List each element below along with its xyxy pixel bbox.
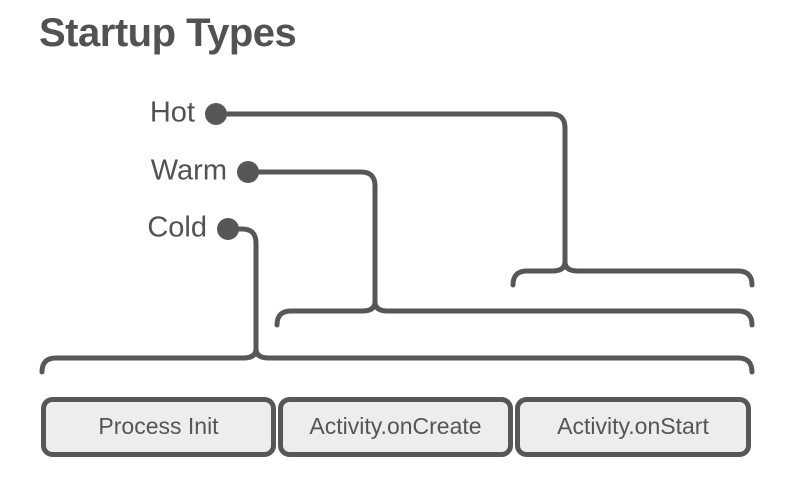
row-cold: Cold xyxy=(39,212,755,375)
stage-box-process-init[interactable]: Process Init xyxy=(41,397,276,457)
stage-box-rect-0[interactable] xyxy=(41,397,276,457)
stage-box-label-2: Activity.onStart xyxy=(557,413,709,439)
row-label-hot: Hot xyxy=(150,97,195,129)
row-connector-cold xyxy=(39,226,755,375)
row-connector-warm xyxy=(245,169,755,328)
stage-box-label-0: Process Init xyxy=(98,413,219,439)
stage-box-activity-onstart[interactable]: Activity.onStart xyxy=(515,397,751,457)
stage-box-label-1: Activity.onCreate xyxy=(309,413,481,439)
row-warm: Warm xyxy=(151,155,755,328)
row-hot: Hot xyxy=(150,97,755,288)
row-label-cold: Cold xyxy=(147,212,207,244)
stage-box-rect-2[interactable] xyxy=(515,397,751,457)
row-label-warm: Warm xyxy=(151,155,227,187)
stage-box-activity-oncreate[interactable]: Activity.onCreate xyxy=(278,397,513,457)
row-connector-hot xyxy=(213,111,755,288)
stage-box-rect-1[interactable] xyxy=(278,397,513,457)
page-title: Startup Types xyxy=(39,11,297,55)
